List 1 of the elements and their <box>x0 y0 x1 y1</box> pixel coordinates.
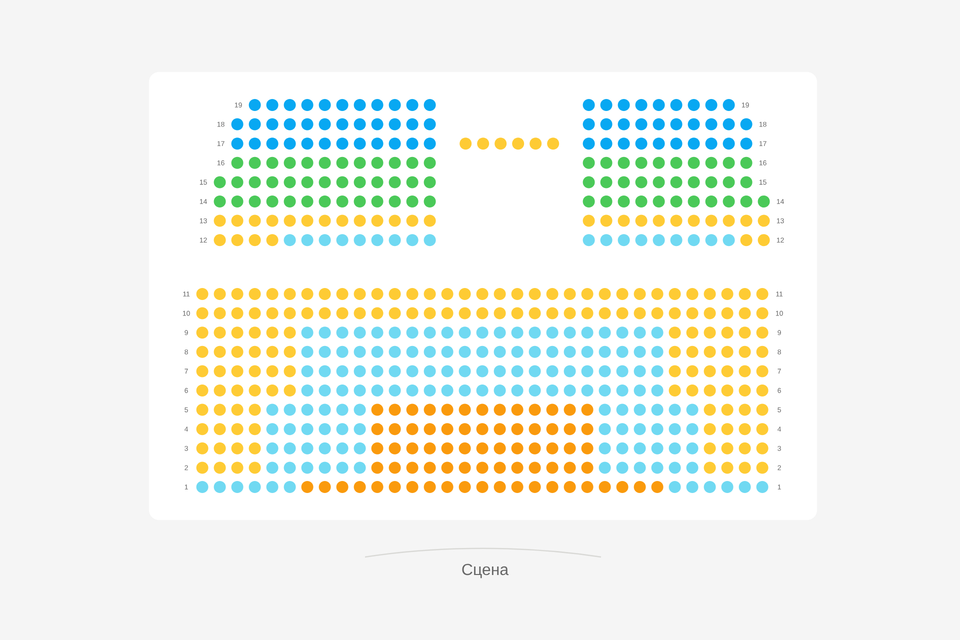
stage-label: Сцена <box>462 564 509 578</box>
